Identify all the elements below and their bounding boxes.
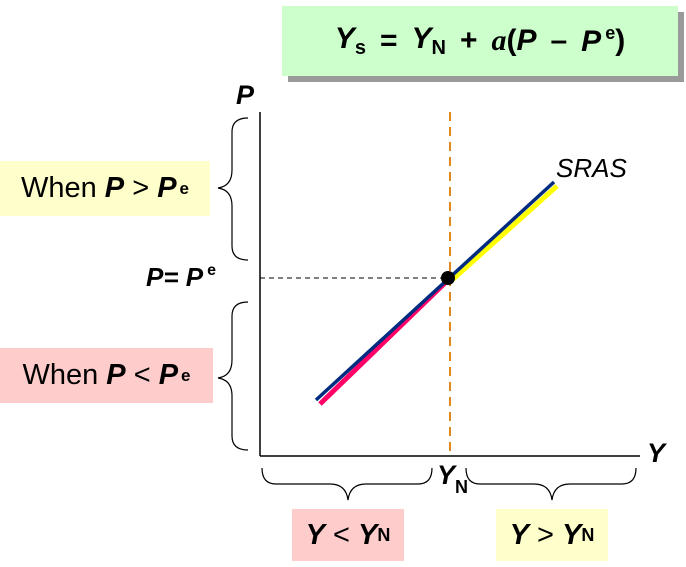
formula-plus: +	[459, 24, 478, 57]
brace-upper	[217, 117, 249, 261]
formula-pe: P	[581, 25, 602, 58]
formula-minus: –	[550, 24, 568, 57]
callout-high-op: >	[124, 172, 158, 204]
y-axis-label: P	[236, 80, 255, 110]
yn-label-text: Y	[437, 460, 456, 490]
formula-ys-sub: s	[354, 37, 366, 59]
sras-upper-highlight	[450, 184, 559, 282]
formula-coef: a	[491, 24, 507, 57]
callout-low-pe: P	[158, 359, 179, 391]
brace-left-bottom	[261, 467, 433, 501]
formula-close-paren: )	[615, 24, 626, 57]
callout-yhigh-op: >	[528, 518, 563, 551]
callout-low-prefix: When	[22, 359, 107, 391]
formula-pe-sup: e	[605, 23, 616, 43]
callout-ylow-yn: Y	[358, 518, 378, 551]
callout-high-prefix: When	[20, 172, 105, 204]
pe-label-text: P= P	[146, 262, 204, 292]
formula-open-paren: (	[506, 24, 517, 57]
yn-axis-label: YN	[437, 460, 468, 498]
sras-line	[314, 180, 556, 402]
callout-yhigh-y: Y	[509, 518, 529, 551]
yn-label-sub: N	[455, 477, 469, 497]
callout-ylow-sub: N	[377, 524, 391, 545]
callout-yhigh-yn: Y	[562, 518, 582, 551]
callout-low-sup: e	[181, 365, 191, 385]
callout-ylow-y: Y	[305, 518, 325, 551]
callout-high-p: P	[104, 172, 125, 204]
formula-p: P	[516, 24, 537, 57]
callout-low-p: P	[106, 359, 126, 391]
formula-yn-sub: N	[431, 37, 446, 59]
callout-yhigh-sub: N	[581, 524, 595, 545]
formula-equals: =	[379, 24, 398, 57]
callout-high-sup: e	[179, 178, 190, 198]
sras-curve-label: SRAS	[556, 153, 627, 183]
pe-label-sup: e	[207, 262, 216, 279]
callout-low-op: <	[125, 359, 159, 391]
formula-yn: Y	[411, 22, 432, 55]
brace-right-bottom	[465, 467, 637, 501]
brace-lower	[217, 301, 249, 451]
formula-ys: Y	[334, 22, 355, 55]
callout-high-pe: P	[157, 172, 177, 204]
callout-ylow-op: <	[324, 518, 359, 551]
equilibrium-point	[441, 271, 455, 285]
x-axis-label: Y	[647, 438, 666, 468]
